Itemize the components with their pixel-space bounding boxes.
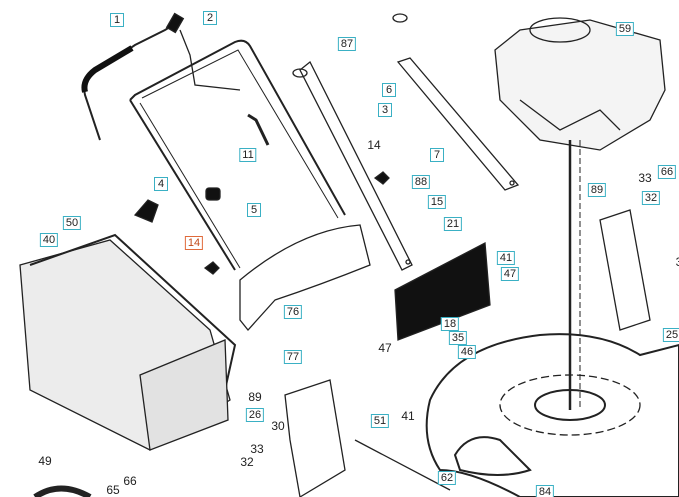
callout-84[interactable]: 84 — [535, 485, 555, 497]
callout-41-plain[interactable]: 41 — [401, 409, 415, 423]
knob-4 — [133, 199, 159, 223]
wheel-49 — [33, 485, 92, 497]
callout-89-plain[interactable]: 89 — [248, 390, 262, 404]
callout-59[interactable]: 59 — [615, 22, 635, 36]
callout-35[interactable]: 35 — [448, 331, 468, 345]
callout-41[interactable]: 41 — [496, 251, 516, 265]
callout-21[interactable]: 21 — [443, 217, 463, 231]
knob-5 — [205, 187, 221, 201]
height-adjust-bracket-right — [599, 209, 651, 331]
callout-77[interactable]: 77 — [283, 350, 303, 364]
star-knob-14 — [203, 171, 390, 275]
callout-89[interactable]: 89 — [587, 183, 607, 197]
callout-18[interactable]: 18 — [440, 317, 460, 331]
callout-62[interactable]: 62 — [437, 471, 457, 485]
callout-32[interactable]: 32 — [641, 191, 661, 205]
callout-4[interactable]: 4 — [154, 177, 168, 191]
callout-30[interactable]: 30 — [271, 419, 285, 433]
callout-5[interactable]: 5 — [247, 203, 261, 217]
callout-7[interactable]: 7 — [430, 148, 444, 162]
callout-6[interactable]: 6 — [382, 83, 396, 97]
callout-33-upper[interactable]: 33 — [638, 171, 652, 185]
engine — [494, 17, 666, 410]
axle-51 — [354, 439, 451, 491]
chute-flap — [239, 224, 371, 332]
callout-40[interactable]: 40 — [39, 233, 59, 247]
callout-47[interactable]: 47 — [500, 267, 520, 281]
height-adjust-bracket-left — [284, 379, 346, 497]
callout-2[interactable]: 2 — [203, 11, 217, 25]
lower-handle-frame — [129, 39, 346, 271]
callout-50[interactable]: 50 — [62, 216, 82, 230]
callout-51[interactable]: 51 — [370, 414, 390, 428]
callout-88[interactable]: 88 — [411, 175, 431, 189]
callout-87[interactable]: 87 — [337, 37, 357, 51]
callout-66-plain[interactable]: 66 — [123, 474, 137, 488]
callout-66[interactable]: 66 — [657, 165, 677, 179]
callout-25[interactable]: 25 — [662, 328, 679, 342]
callout-33-lower[interactable]: 33 — [250, 442, 264, 456]
callout-47-plain[interactable]: 47 — [378, 341, 392, 355]
callout-11[interactable]: 11 — [239, 148, 257, 162]
callout-26[interactable]: 26 — [245, 408, 265, 422]
upper-handle-bar — [81, 12, 241, 141]
callout-49[interactable]: 49 — [38, 454, 52, 468]
callout-14-highlighted[interactable]: 14 — [184, 236, 204, 250]
callout-46[interactable]: 46 — [457, 345, 477, 359]
callout-3-edge[interactable]: 3 — [676, 256, 679, 268]
grass-catcher-bag — [19, 233, 237, 451]
callout-65[interactable]: 65 — [106, 483, 120, 497]
callout-32-lower[interactable]: 32 — [240, 455, 254, 469]
callout-76[interactable]: 76 — [283, 305, 303, 319]
mower-deck — [425, 333, 679, 497]
callout-14-plain[interactable]: 14 — [367, 138, 381, 152]
callout-15[interactable]: 15 — [427, 195, 447, 209]
callout-1[interactable]: 1 — [110, 13, 124, 27]
callout-3[interactable]: 3 — [378, 103, 392, 117]
handle-side-rails — [292, 13, 520, 271]
cable-clip-11 — [247, 113, 270, 146]
rear-flap — [394, 241, 491, 341]
